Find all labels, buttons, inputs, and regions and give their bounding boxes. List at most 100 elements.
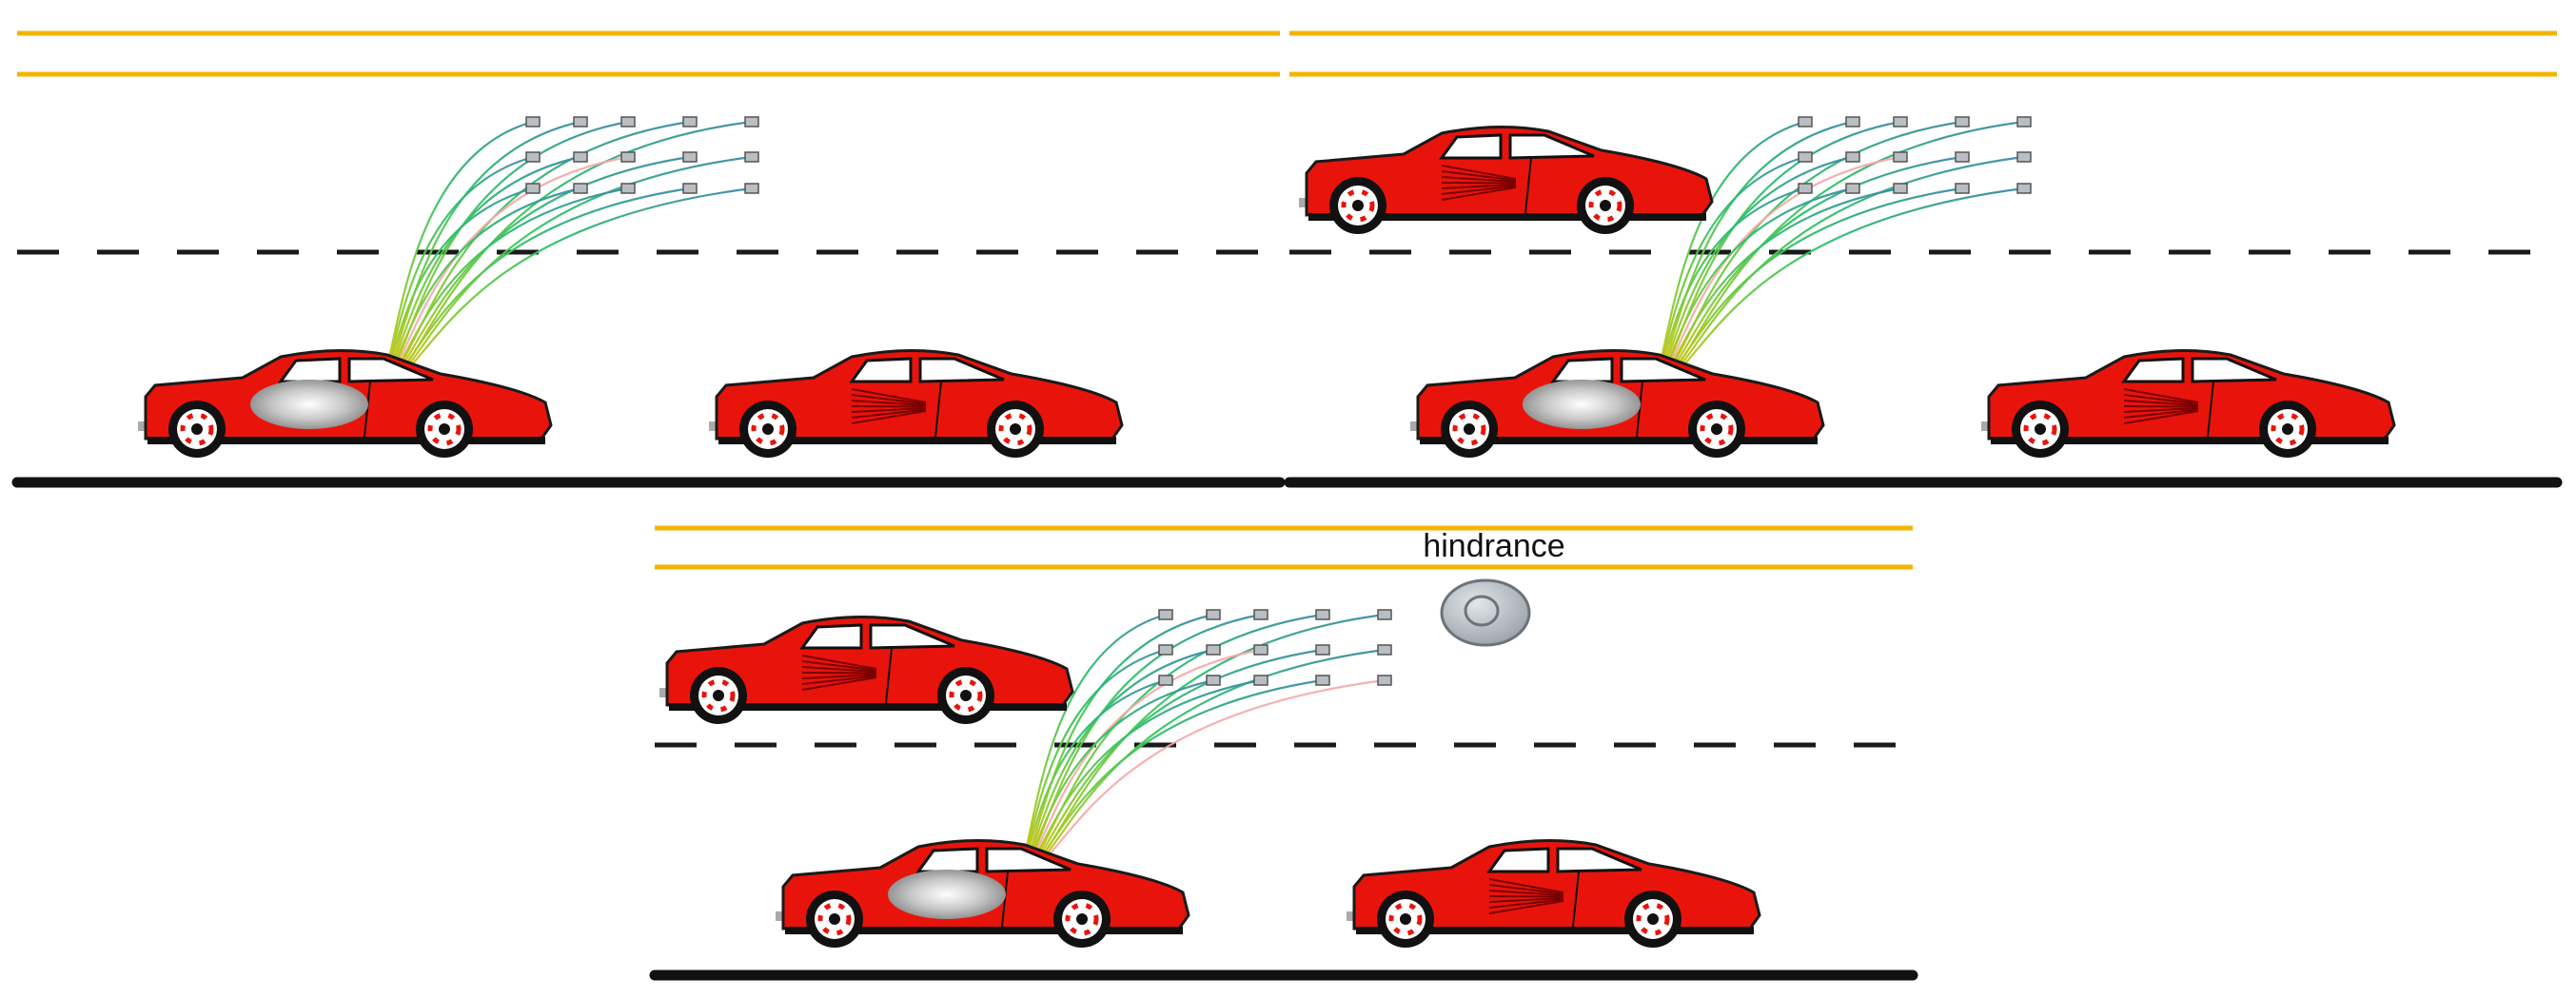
target-point-icon (1377, 609, 1392, 620)
target-point-icon (1798, 116, 1813, 127)
road-panel-3 (649, 525, 1918, 981)
target-point-icon (1206, 644, 1221, 656)
target-point-icon (1955, 183, 1970, 194)
wheel-hub (1352, 200, 1364, 211)
vehicle-door-line (1572, 871, 1580, 928)
road-panel-1 (11, 30, 1286, 488)
hindrance-inner-ring (1464, 595, 1500, 627)
vehicle-front-window (985, 847, 1072, 873)
vehicle-side-intake-strake (851, 400, 927, 406)
ego-highlight-ellipse (1523, 380, 1641, 429)
vehicle-side-intake-strake (851, 388, 927, 403)
wheel-hub (829, 913, 840, 925)
target-point-icon (1893, 183, 1908, 194)
target-point-icon (620, 116, 636, 127)
vehicle-side-intake-strake (2123, 408, 2199, 419)
vehicle-side-intake-strake (2123, 410, 2199, 424)
target-point-icon (744, 151, 759, 163)
ego-vehicle-icon (1410, 348, 1825, 458)
target-point-icon (1158, 675, 1173, 686)
vehicle-door-line (364, 381, 371, 438)
target-point-icon (573, 116, 588, 127)
target-point-icon (1253, 644, 1268, 656)
target-point-icon (682, 183, 698, 194)
vehicle-icon (1347, 838, 1761, 948)
target-point-icon (1377, 675, 1392, 686)
vehicle-side-intake-strake (2123, 394, 2199, 405)
vehicle-side-intake-strake (1488, 898, 1564, 909)
vehicle-underbody (147, 437, 545, 444)
vehicle-icon (709, 348, 1124, 458)
vehicle-side-intake-strake (851, 394, 927, 405)
vehicle-underbody (1356, 927, 1754, 934)
vehicle-door-line (885, 647, 893, 704)
ego-vehicle-icon (138, 348, 553, 458)
trajectory-bundle-panel-1 (375, 120, 753, 397)
vehicle-rear-window (799, 623, 863, 650)
vehicle-side-intake-strake (1441, 184, 1517, 189)
vehicle-side-intake-strake (801, 675, 877, 685)
vehicle-side-intake-strake (801, 660, 877, 672)
target-point-icon (1798, 183, 1813, 194)
wheel-hub (960, 690, 972, 701)
target-point-icon (525, 183, 541, 194)
target-point-icon (1206, 675, 1221, 686)
wheel-hub (713, 690, 724, 701)
target-point-icon (1955, 151, 1970, 163)
vehicle-side-intake-strake (1488, 897, 1564, 903)
vehicle-front-window (869, 623, 955, 650)
target-point-icon (620, 151, 636, 163)
target-point-icon (682, 151, 698, 163)
target-point-icon (1845, 151, 1860, 163)
vehicle-underbody (669, 703, 1067, 711)
target-point-icon (1845, 116, 1860, 127)
vehicle-side-intake-strake (1488, 900, 1564, 914)
road-panel-2 (1284, 30, 2563, 488)
vehicle-front-window (1508, 133, 1595, 160)
vehicle-icon (1299, 125, 1714, 234)
vehicle-underbody (1420, 437, 1818, 444)
vehicle-side-intake-strake (2123, 400, 2199, 406)
wheel-hub (762, 423, 774, 435)
target-point-icon (1377, 644, 1392, 656)
vehicle-side-intake-strake (801, 676, 877, 691)
vehicle-side-intake-strake (1441, 182, 1517, 185)
wheel-hub (2035, 423, 2046, 435)
vehicle-front-window (1556, 847, 1642, 873)
target-point-icon (1315, 644, 1330, 656)
target-point-icon (1893, 116, 1908, 127)
wheel-hub (1647, 913, 1659, 925)
vehicle-underbody (718, 437, 1116, 444)
target-point-icon (1893, 151, 1908, 163)
vehicle-side-intake-strake (801, 655, 877, 670)
vehicle-door-line (1001, 871, 1009, 928)
vehicle-side-intake-strake (1441, 176, 1517, 183)
vehicle-front-window (918, 357, 1005, 383)
target-point-icon (1158, 609, 1173, 620)
vehicle-icon (659, 615, 1074, 724)
wheel-hub (1600, 200, 1611, 211)
vehicle-side-intake-strake (801, 674, 877, 679)
vehicle-side-intake-strake (1441, 185, 1517, 195)
vehicle-front-window (2191, 357, 2277, 383)
target-point-icon (744, 116, 759, 127)
vehicle-front-window (347, 357, 434, 383)
vehicle-side-intake-strake (1441, 170, 1517, 182)
vehicle-side-intake-strake (801, 672, 877, 675)
vehicle-side-intake-strake (1488, 878, 1564, 893)
vehicle-rear-window (1439, 133, 1503, 160)
vehicle-side-intake-strake (2123, 405, 2199, 408)
vehicle-icon (1981, 348, 2396, 458)
vehicle-underbody (785, 927, 1183, 934)
vehicle-side-intake-strake (2123, 388, 2199, 403)
target-point-icon (1955, 116, 1970, 127)
vehicle-door-line (1524, 157, 1532, 214)
wheel-hub (2282, 423, 2293, 435)
target-point-icon (1158, 644, 1173, 656)
vehicle-side-intake-strake (1488, 884, 1564, 895)
target-point-icon (744, 183, 759, 194)
ego-highlight-ellipse (250, 380, 368, 429)
target-point-icon (573, 183, 588, 194)
trajectory-bundle-panel-2 (1647, 120, 2025, 397)
